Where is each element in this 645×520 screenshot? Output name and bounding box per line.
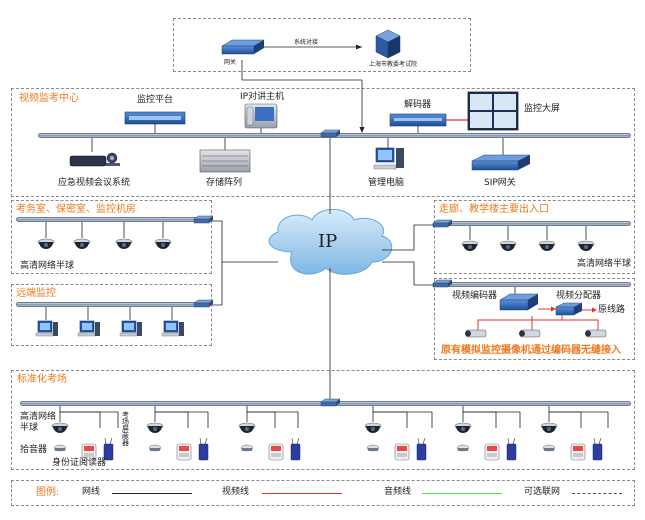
exam-office-camera-label: 高清网络半球: [20, 261, 75, 271]
legend-line-optional: [572, 493, 622, 494]
legend-title: 图例:: [36, 487, 60, 498]
standard-frame: [11, 370, 635, 470]
sip-gateway-label: SIP网关: [484, 178, 516, 188]
decoder-label: 解码器: [404, 100, 432, 110]
analog-frame: [434, 278, 635, 360]
corridor-frame: [434, 200, 635, 274]
center-title: 视频监考中心: [19, 93, 79, 104]
video-encoder-label: 视频编码器: [452, 291, 498, 301]
shield-label: 考场屏蔽器: [122, 411, 129, 447]
management-pc-label: 管理电脑: [368, 178, 405, 188]
monitor-platform-label: 监控平台: [137, 95, 174, 105]
video-distributor-label: 视频分配器: [556, 291, 602, 301]
legend-line-audio: [422, 493, 502, 494]
corridor-title: 走廊、教学楼主要出入口: [439, 204, 549, 215]
legend-item-network: 网线: [82, 487, 101, 497]
ip-intercom-label: IP对讲主机: [240, 92, 285, 102]
legend-item-optional: 可选联网: [524, 487, 561, 497]
remote-frame: [11, 284, 212, 346]
analog-note: 原有模拟监控摄像机通过编码器无缝接入: [441, 345, 621, 356]
original-line-label: 原线路: [598, 305, 626, 315]
exam-office-title: 考务室、保密室、监控机房: [16, 204, 136, 215]
center-frame: [11, 88, 635, 197]
legend-item-audio: 音频线: [384, 487, 412, 497]
exam-office-frame: [11, 200, 212, 274]
standard-camera-label: 高清网络半球: [20, 412, 57, 433]
legend-line-network: [112, 493, 192, 494]
standard-title: 标准化考场: [17, 374, 67, 385]
legend-line-video: [262, 493, 342, 494]
gateway-label: 网关: [224, 59, 237, 66]
id-reader-label: 身份证阅读器: [52, 458, 107, 468]
remote-title: 远端监控: [16, 288, 56, 299]
storage-array-label: 存储阵列: [206, 178, 243, 188]
corridor-camera-label: 高清网络半球: [577, 259, 632, 269]
top-frame: [173, 18, 471, 72]
bureau-label: 上海市教委考试院: [369, 61, 418, 68]
ip-cloud-label: IP: [318, 231, 338, 252]
legend-frame: [11, 480, 635, 506]
video-wall-label: 监控大屏: [524, 104, 561, 114]
connection-label: 系统对接: [294, 39, 319, 46]
legend-item-video: 视频线: [222, 487, 250, 497]
pickup-label: 拾音器: [20, 445, 48, 455]
emergency-video-conf-label: 应急视频会议系统: [58, 178, 131, 188]
